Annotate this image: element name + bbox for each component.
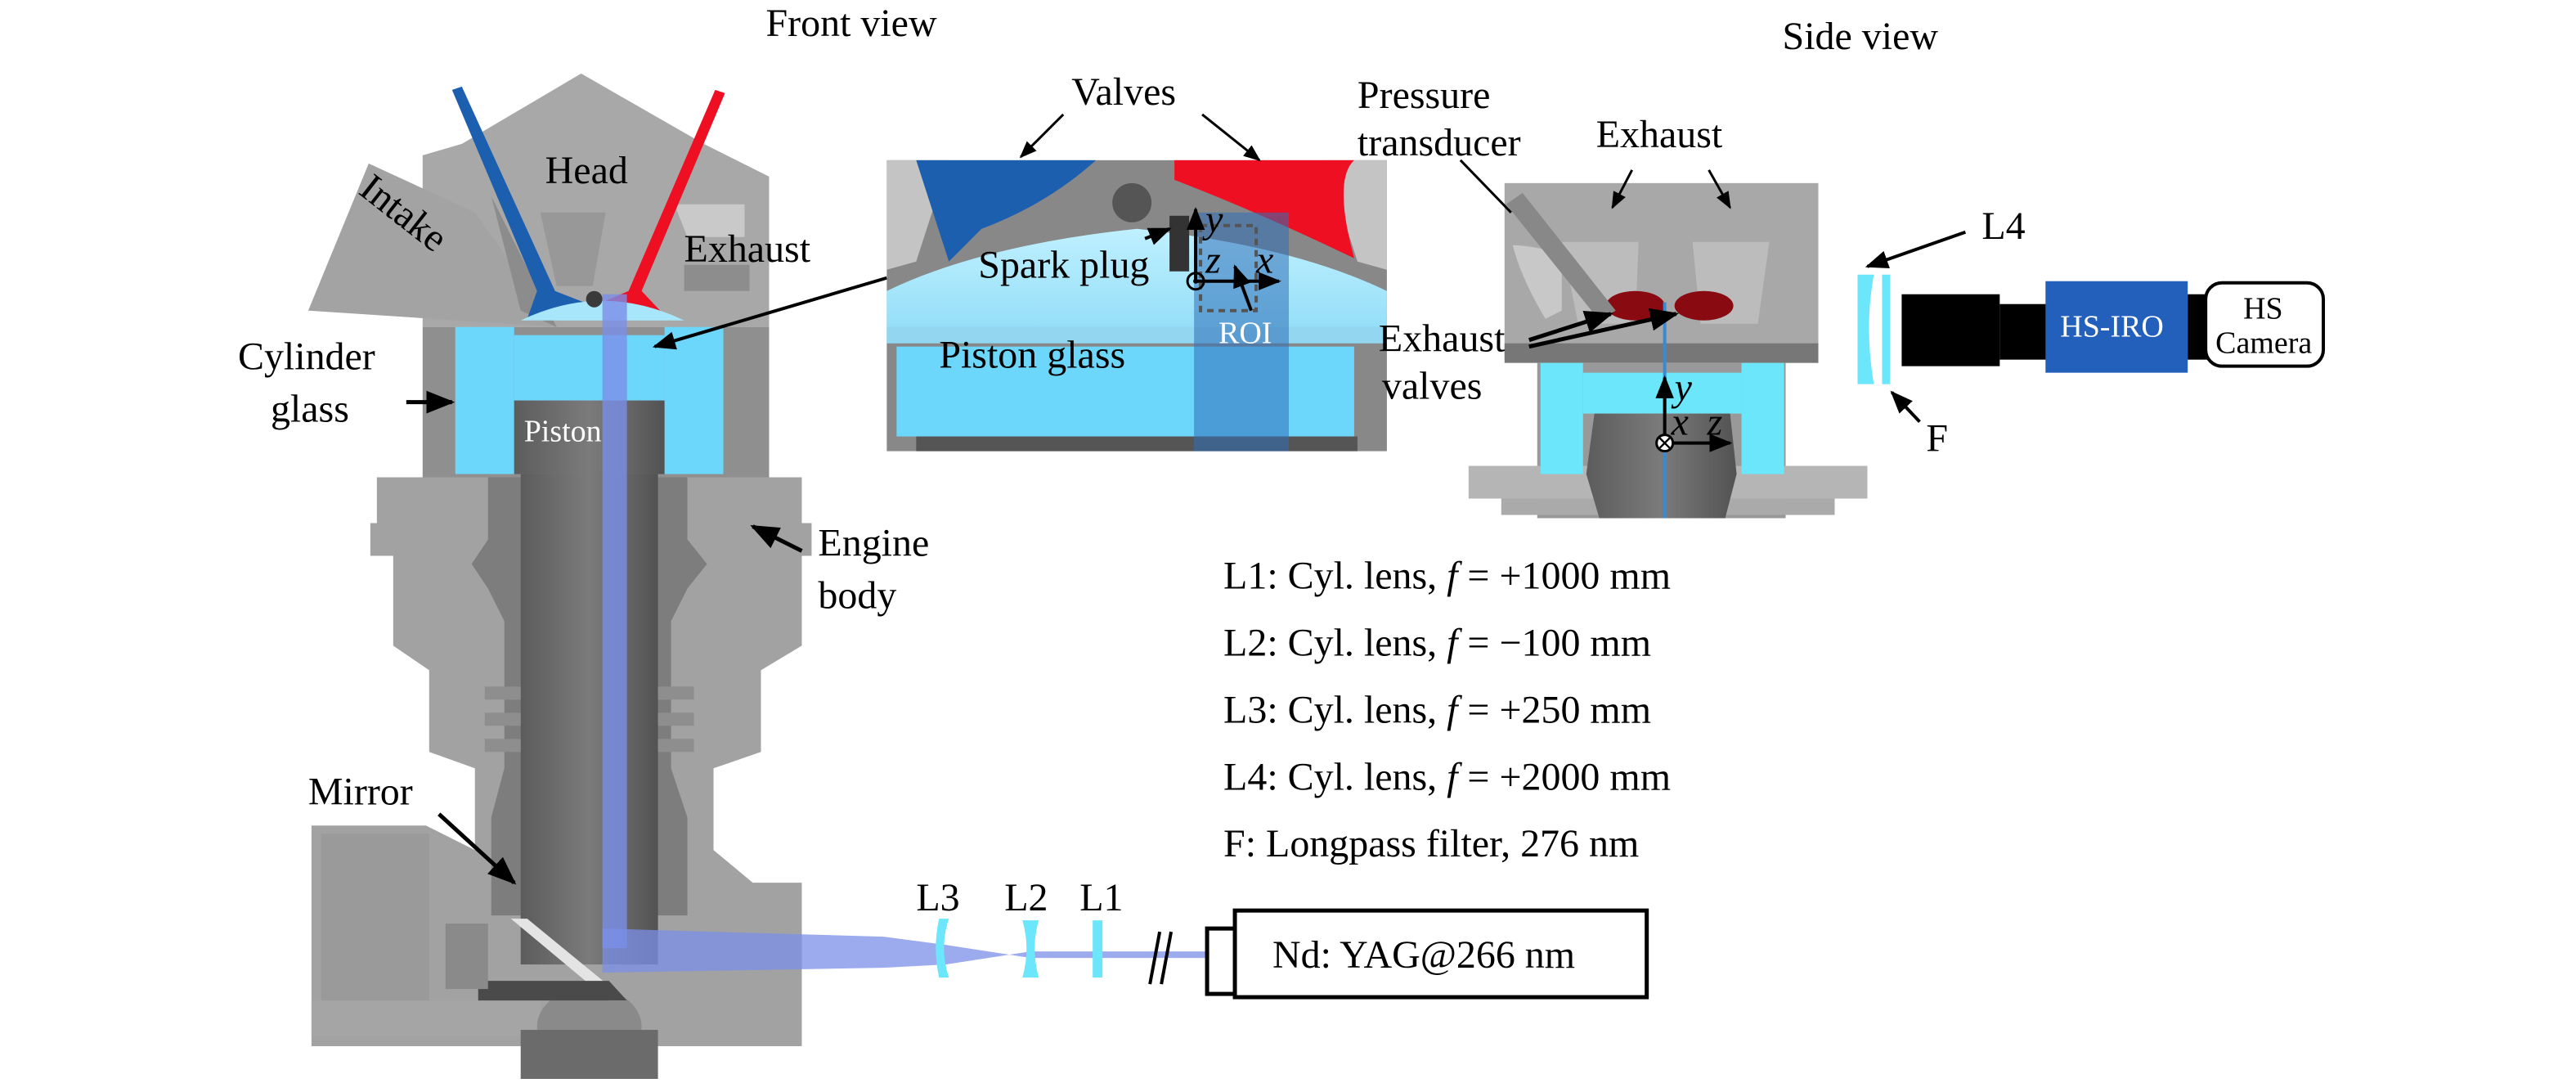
inset-axis-x: x <box>1255 239 1273 282</box>
filter-f <box>1882 274 1891 384</box>
exhaust-valves-label-line2: valves <box>1382 365 1483 408</box>
mirror <box>510 919 627 1001</box>
intake-port-block <box>307 163 557 327</box>
lens-l3-label: L3 <box>916 876 959 919</box>
cylinder-glass-left <box>455 326 514 474</box>
laser-box <box>1232 908 1649 1000</box>
legend-item: L3: Cyl. lens, f = +250 mm <box>1223 688 1651 731</box>
camera-coupler <box>2188 294 2208 360</box>
side-piston <box>1586 413 1737 519</box>
side-axis-x: x <box>1671 401 1689 444</box>
cylinder-glass-label-line1: Cylinder <box>238 335 375 379</box>
piston-rod <box>520 474 658 965</box>
exhaust-valves-arrow-2 <box>1528 308 1680 349</box>
side-cylinder-glass-right <box>1741 362 1784 474</box>
zoom-callout-line <box>652 276 887 350</box>
legend-item: L1: Cyl. lens, f = +1000 mm <box>1223 554 1671 597</box>
inset-intake-valve <box>916 160 1097 262</box>
pressure-transducer-label-line1: Pressure <box>1358 74 1490 117</box>
l4-arrow <box>1865 230 1967 268</box>
laser-beam-horizontal <box>602 928 1211 973</box>
exhaust-valve <box>605 89 725 319</box>
hs-camera-box <box>2204 281 2326 368</box>
engine-body-label-line1: Engine <box>818 521 929 564</box>
side-exhaust-valve-2 <box>1674 290 1734 321</box>
laser-beam-vertical <box>602 294 627 949</box>
roi-label: ROI <box>1218 317 1272 351</box>
legend-item: F: Longpass filter, 276 nm <box>1223 822 1639 865</box>
side-exhaust-arrow-left <box>1611 169 1634 209</box>
side-exhaust-valve-1 <box>1605 290 1665 321</box>
mirror-arrow <box>438 812 517 885</box>
side-view-engine <box>1468 182 1868 519</box>
head-label: Head <box>545 149 628 192</box>
piston-label: Piston <box>524 415 602 449</box>
exhaust-label: Exhaust <box>684 227 811 271</box>
side-axis-y: y <box>1672 366 1693 410</box>
roi-arrow <box>1233 264 1253 312</box>
cylinder-glass-right <box>664 326 724 474</box>
valves-arrow-left <box>1019 113 1065 159</box>
hs-camera-label-line1: HS <box>2243 292 2283 326</box>
side-cylinder-glass-left <box>1540 362 1583 474</box>
piston-body <box>514 400 665 474</box>
camera-lens-rear <box>1999 303 2049 360</box>
side-exhaust-label: Exhaust <box>1596 113 1723 156</box>
f-label: F <box>1926 417 1948 461</box>
lens-l1 <box>1093 920 1103 978</box>
front-view-engine <box>307 73 1211 1079</box>
legend-item: L2: Cyl. lens, f = −100 mm <box>1223 621 1651 664</box>
hs-iro-label: HS-IRO <box>2060 310 2164 344</box>
cylinder-glass-label-line2: glass <box>271 388 349 431</box>
exhaust-valves-label-line1: Exhaust <box>1379 317 1506 361</box>
lens-l3 <box>936 919 949 978</box>
exhaust-valves-arrow-1 <box>1528 310 1614 343</box>
valves-arrow-right <box>1201 113 1261 162</box>
inset-coordinate-axes <box>1186 207 1281 291</box>
legend-item: L4: Cyl. lens, f = +2000 mm <box>1223 755 1671 798</box>
valves-label: Valves <box>1071 70 1176 114</box>
roi-region <box>1194 212 1289 452</box>
intake-valve <box>451 86 593 319</box>
inset-exhaust-valve <box>1174 160 1354 258</box>
l4-label: L4 <box>1981 204 2025 248</box>
pressure-transducer-label-line2: transducer <box>1358 121 1521 164</box>
camera-lens-front <box>1901 294 2000 366</box>
piston-glass <box>514 335 665 401</box>
piston-glass-label: Piston glass <box>939 334 1125 377</box>
hs-camera-label-line2: Camera <box>2215 326 2312 361</box>
inset-axis-z: z <box>1205 239 1221 282</box>
mirror-label: Mirror <box>308 770 413 813</box>
spark-plug-label: Spark plug <box>978 244 1149 287</box>
side-axis-z: z <box>1707 401 1723 444</box>
front-view-title: Front view <box>765 2 936 45</box>
engine-body-label-line2: body <box>818 573 896 617</box>
engine-body-arrow <box>750 524 803 553</box>
lens-l4 <box>1857 274 1874 384</box>
side-view-title: Side view <box>1783 15 1939 58</box>
laser-label: Nd: YAG@266 nm <box>1272 933 1575 977</box>
inset-axis-y: y <box>1202 198 1223 241</box>
laser-aperture <box>1205 926 1239 996</box>
beam-break-symbol <box>1148 931 1174 985</box>
combustion-chamber-inset <box>886 160 1387 452</box>
pressure-transducer <box>1506 192 1616 321</box>
f-arrow <box>1890 390 1921 423</box>
spark-plug-arrow <box>1144 227 1172 245</box>
side-exhaust-arrow-right <box>1708 169 1731 209</box>
lens-l1-label: L1 <box>1079 876 1123 919</box>
lens-l2-label: L2 <box>1004 876 1048 919</box>
lens-l2 <box>1022 920 1039 978</box>
pressure-transducer-arrow <box>1459 159 1512 213</box>
hs-iro-box <box>2045 281 2188 373</box>
optics-legend: L1: Cyl. lens, f = +1000 mm L2: Cyl. lens… <box>1223 554 1671 865</box>
side-coordinate-axes <box>1655 375 1733 453</box>
